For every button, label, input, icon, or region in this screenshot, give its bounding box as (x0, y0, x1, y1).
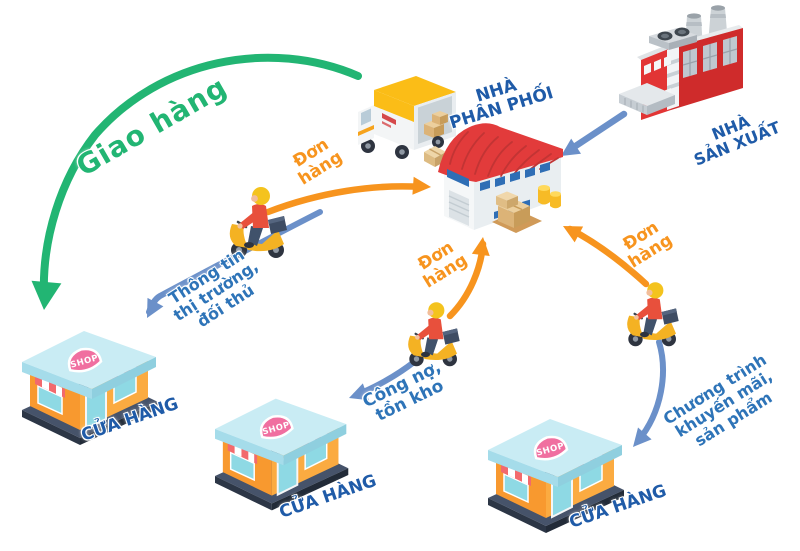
pallet-boxes (492, 191, 542, 233)
warehouse-illustration (438, 123, 563, 233)
delivery-truck-illustration (358, 76, 456, 167)
blue-arrow-market-info (146, 209, 323, 318)
rooftop-vent-unit (649, 27, 697, 50)
warehouse-window (447, 169, 469, 187)
factory-window-grid (682, 36, 738, 78)
blue-arrow-debt-inventory (349, 359, 417, 401)
orange-arrow-order-right (563, 225, 650, 288)
orange-arrow-order-left (264, 176, 431, 216)
orange-arrow-order-middle (446, 237, 490, 320)
factory-base-unit (619, 83, 675, 115)
green-arrow-delivery (31, 53, 362, 310)
blue-arrow-factory-to-distributor (561, 110, 628, 156)
scooter-icon-right (626, 281, 680, 348)
factory-illustration (619, 5, 743, 120)
blue-arrow-promotion (633, 339, 666, 447)
barrels (538, 185, 561, 209)
windshield (361, 108, 371, 126)
